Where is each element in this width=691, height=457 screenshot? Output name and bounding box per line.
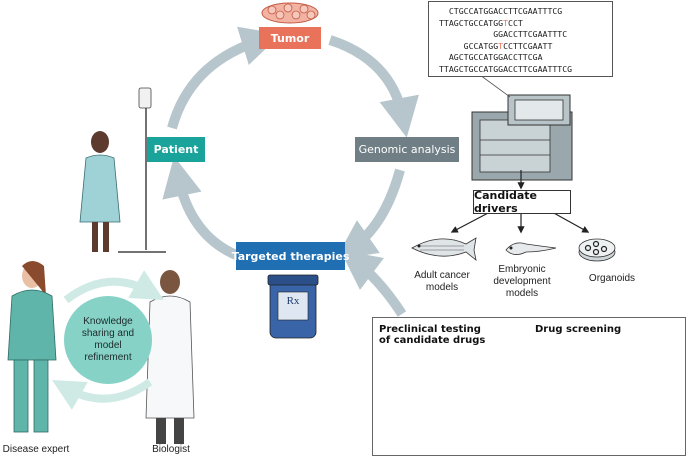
knowledge-arrow-top <box>63 270 164 304</box>
mutation-base: T <box>503 17 509 28</box>
cycle-arrow-tumor-to-genomic <box>328 35 419 138</box>
zebrafish-adult-icon <box>411 237 477 261</box>
organoids-label: Organoids <box>588 273 636 284</box>
embryonic-models-label: Embryonic development models <box>493 264 551 299</box>
arrow-drivers-to-organoids <box>551 211 590 233</box>
disease-expert-figure <box>7 261 57 433</box>
biologist-label: Biologist <box>152 444 190 455</box>
patient-figure <box>79 131 121 252</box>
preclinical-panel: Preclinical testing of candidate drugs D… <box>372 317 686 456</box>
biologist-figure <box>145 270 195 444</box>
knowledge-sharing-circle: Knowledge sharing and model refinement <box>64 296 152 384</box>
sequence-read: CTGCCATGGACCTTCGAATTTCG <box>439 6 563 16</box>
sequence-pointer <box>479 74 511 98</box>
pill-bottle-icon <box>267 274 319 339</box>
drug-screening-title: Drug screening <box>535 324 622 335</box>
disease-expert-label: Disease expert <box>2 444 70 455</box>
rx-label: Rx <box>286 295 300 307</box>
sequence-read: TTAGCTGCCATGGTCCT <box>439 17 523 28</box>
sequence-read: GGACCTTCGAATTTC <box>439 29 568 39</box>
node-tumor: Tumor <box>259 27 321 49</box>
knowledge-arrow-bottom <box>52 378 153 410</box>
zebrafish-embryo-icon <box>505 242 557 255</box>
node-candidate-drivers: Candidate drivers <box>473 189 571 215</box>
arrow-drivers-to-adult <box>450 211 491 233</box>
sequence-read: TTAGCTGCCATGGACCTTCGAATTTCG <box>439 63 573 74</box>
mutation-base: T <box>498 40 504 51</box>
preclinical-title: Preclinical testing of candidate drugs <box>379 324 486 346</box>
knowledge-sharing-text: Knowledge sharing and model refinement <box>81 316 135 363</box>
panel-arrow-to-targeted <box>340 249 407 317</box>
cycle-arrow-patient-to-tumor <box>167 26 282 130</box>
sequence-read: AGCTGCCATGGACCTTCGA <box>439 52 543 62</box>
adult-cancer-models-label: Adult cancer models <box>414 270 470 293</box>
node-targeted-therapies: Targeted therapies <box>232 242 349 270</box>
cycle-arrow-targeted-to-patient <box>162 156 239 260</box>
organoids-icon <box>578 238 616 262</box>
sequence-read: GCCATGGTCCTTCGAATT <box>439 40 553 51</box>
tumor-cells-icon <box>261 2 319 24</box>
node-patient: Patient <box>147 137 205 162</box>
iv-stand-icon <box>118 87 166 253</box>
cycle-arrow-genomic-to-targeted <box>335 168 405 260</box>
node-genomic-analysis: Genomic analysis <box>355 137 459 162</box>
sequencer-icon <box>471 94 573 181</box>
